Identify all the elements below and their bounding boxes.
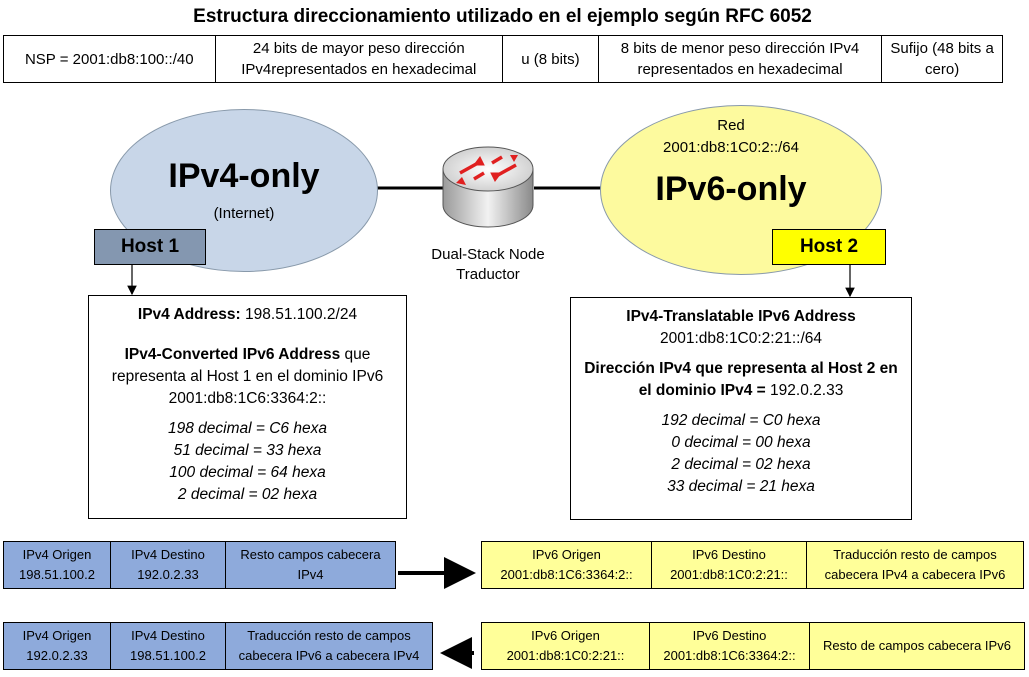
row1-ipv6-rest: Traducción resto de campos cabecera IPv4 … <box>806 541 1024 589</box>
structure-high-bits: 24 bits de mayor peso dirección IPv4repr… <box>216 36 503 82</box>
cell-label: Resto campos cabecera <box>240 547 381 562</box>
ipv6-network-name: IPv6-only <box>655 170 807 208</box>
host2-ipv4-line1: Dirección IPv4 que representa al Host 2 … <box>584 360 898 377</box>
host2-addr-label: IPv4-Translatable IPv6 Address <box>626 308 856 325</box>
cell-value: IPv4 <box>297 567 324 582</box>
host1-converted-label: IPv4-Converted IPv6 Address <box>124 346 341 363</box>
structure-u-bits: u (8 bits) <box>503 36 599 82</box>
cell-label: IPv6 Origen <box>532 547 601 562</box>
row1-ipv4-source: IPv4 Origen 198.51.100.2 <box>3 541 111 589</box>
host1-addr-label: IPv4 Address: <box>137 306 241 323</box>
cell-value: 2001:db8:1C0:2:21:: <box>506 648 625 663</box>
cell-value: 198.51.100.2 <box>19 567 95 582</box>
router-label-line2: Traductor <box>456 266 520 283</box>
cell-value: 2001:db8:1C6:3364:2:: <box>500 567 633 582</box>
cell-value: 2001:db8:1C0:2:21:: <box>670 567 788 582</box>
cell-label: IPv6 Destino <box>692 547 766 562</box>
host1-conversion: 100 decimal = 64 hexa <box>169 464 326 481</box>
row2-ipv4-rest: Traducción resto de campos cabecera IPv6 … <box>225 622 433 670</box>
cell-label: IPv4 Origen <box>22 628 92 643</box>
router-icon <box>442 146 534 228</box>
host2-ipv4-value: 192.0.2.33 <box>770 382 844 399</box>
structure-low-bits: 8 bits de menor peso dirección IPv4 repr… <box>599 36 883 82</box>
ipv4-network-name: IPv4-only <box>168 157 320 195</box>
structure-nsp: NSP = 2001:db8:100::/40 <box>4 36 216 82</box>
host1-addr-value: 198.51.100.2/24 <box>245 306 358 323</box>
diagram-title: Estructura direccionamiento utilizado en… <box>193 6 812 27</box>
cell-value: cabecera IPv4 a cabecera IPv6 <box>824 567 1006 582</box>
cell-value: 2001:db8:1C6:3364:2:: <box>663 648 796 663</box>
ipv6-network-red-label: Red <box>717 117 745 134</box>
cell-value: 192.0.2.33 <box>137 567 199 582</box>
host1-conversion: 198 decimal = C6 hexa <box>168 420 327 437</box>
host2-conversion: 33 decimal = 21 hexa <box>667 478 815 495</box>
cell-value: 192.0.2.33 <box>26 648 88 663</box>
host1-conversion: 51 decimal = 33 hexa <box>173 442 322 459</box>
cell-label: IPv4 Destino <box>131 547 205 562</box>
row2-ipv4-destination: IPv4 Destino 198.51.100.2 <box>110 622 226 670</box>
host1-converted-value: 2001:db8:1C6:3364:2:: <box>168 390 327 407</box>
router-label: Dual-Stack Node Traductor <box>410 245 566 285</box>
row2-ipv4-source: IPv4 Origen 192.0.2.33 <box>3 622 111 670</box>
structure-suffix: Sufijo (48 bits a cero) <box>890 40 994 78</box>
ipv4-network-sub: (Internet) <box>213 205 275 222</box>
cell-label: Resto de campos cabecera IPv6 <box>823 638 1011 653</box>
host2-conversion: 192 decimal = C0 hexa <box>661 412 821 429</box>
cell-value: cabecera IPv6 a cabecera IPv4 <box>238 648 420 663</box>
row1-ipv4-header: IPv4 Origen 198.51.100.2 IPv4 Destino 192.… <box>3 541 396 589</box>
host1-converted-line2: representa al Host 1 en el dominio IPv6 <box>111 368 384 385</box>
row2-ipv4-header: IPv4 Origen 192.0.2.33 IPv4 Destino 198.51… <box>3 622 433 670</box>
host2-conversion: 0 decimal = 00 hexa <box>671 434 811 451</box>
router-label-line1: Dual-Stack Node <box>431 246 545 263</box>
host1-conversion: 2 decimal = 02 hexa <box>177 486 318 503</box>
host2-ipv4-line2: el dominio IPv4 = <box>638 382 771 399</box>
cell-label: Traducción resto de campos <box>833 547 997 562</box>
cell-label: IPv6 Origen <box>531 628 600 643</box>
cell-label: IPv4 Origen <box>22 547 92 562</box>
host2-addr-value: 2001:db8:1C0:2:21::/64 <box>659 330 823 347</box>
ipv6-network-prefix: 2001:db8:1C0:2::/64 <box>663 139 799 156</box>
row1-ipv4-destination: IPv4 Destino 192.0.2.33 <box>110 541 226 589</box>
cell-value: 198.51.100.2 <box>130 648 206 663</box>
address-structure-table: NSP = 2001:db8:100::/40 24 bits de mayor… <box>3 35 1003 83</box>
cell-label: Traducción resto de campos <box>247 628 411 643</box>
host2-label: Host 2 <box>772 229 886 265</box>
host1-label: Host 1 <box>94 229 206 265</box>
host1-info-box: IPv4 Address: 198.51.100.2/24 IPv4-Conve… <box>88 295 407 519</box>
host2-conversion: 2 decimal = 02 hexa <box>671 456 811 473</box>
host1-converted-que: que <box>340 346 371 363</box>
cell-label: IPv4 Destino <box>131 628 205 643</box>
cell-label: IPv6 Destino <box>692 628 767 643</box>
host2-info-box: IPv4-Translatable IPv6 Address 2001:db8:… <box>570 297 912 520</box>
row2-ipv6-rest: Resto de campos cabecera IPv6 <box>809 622 1025 670</box>
